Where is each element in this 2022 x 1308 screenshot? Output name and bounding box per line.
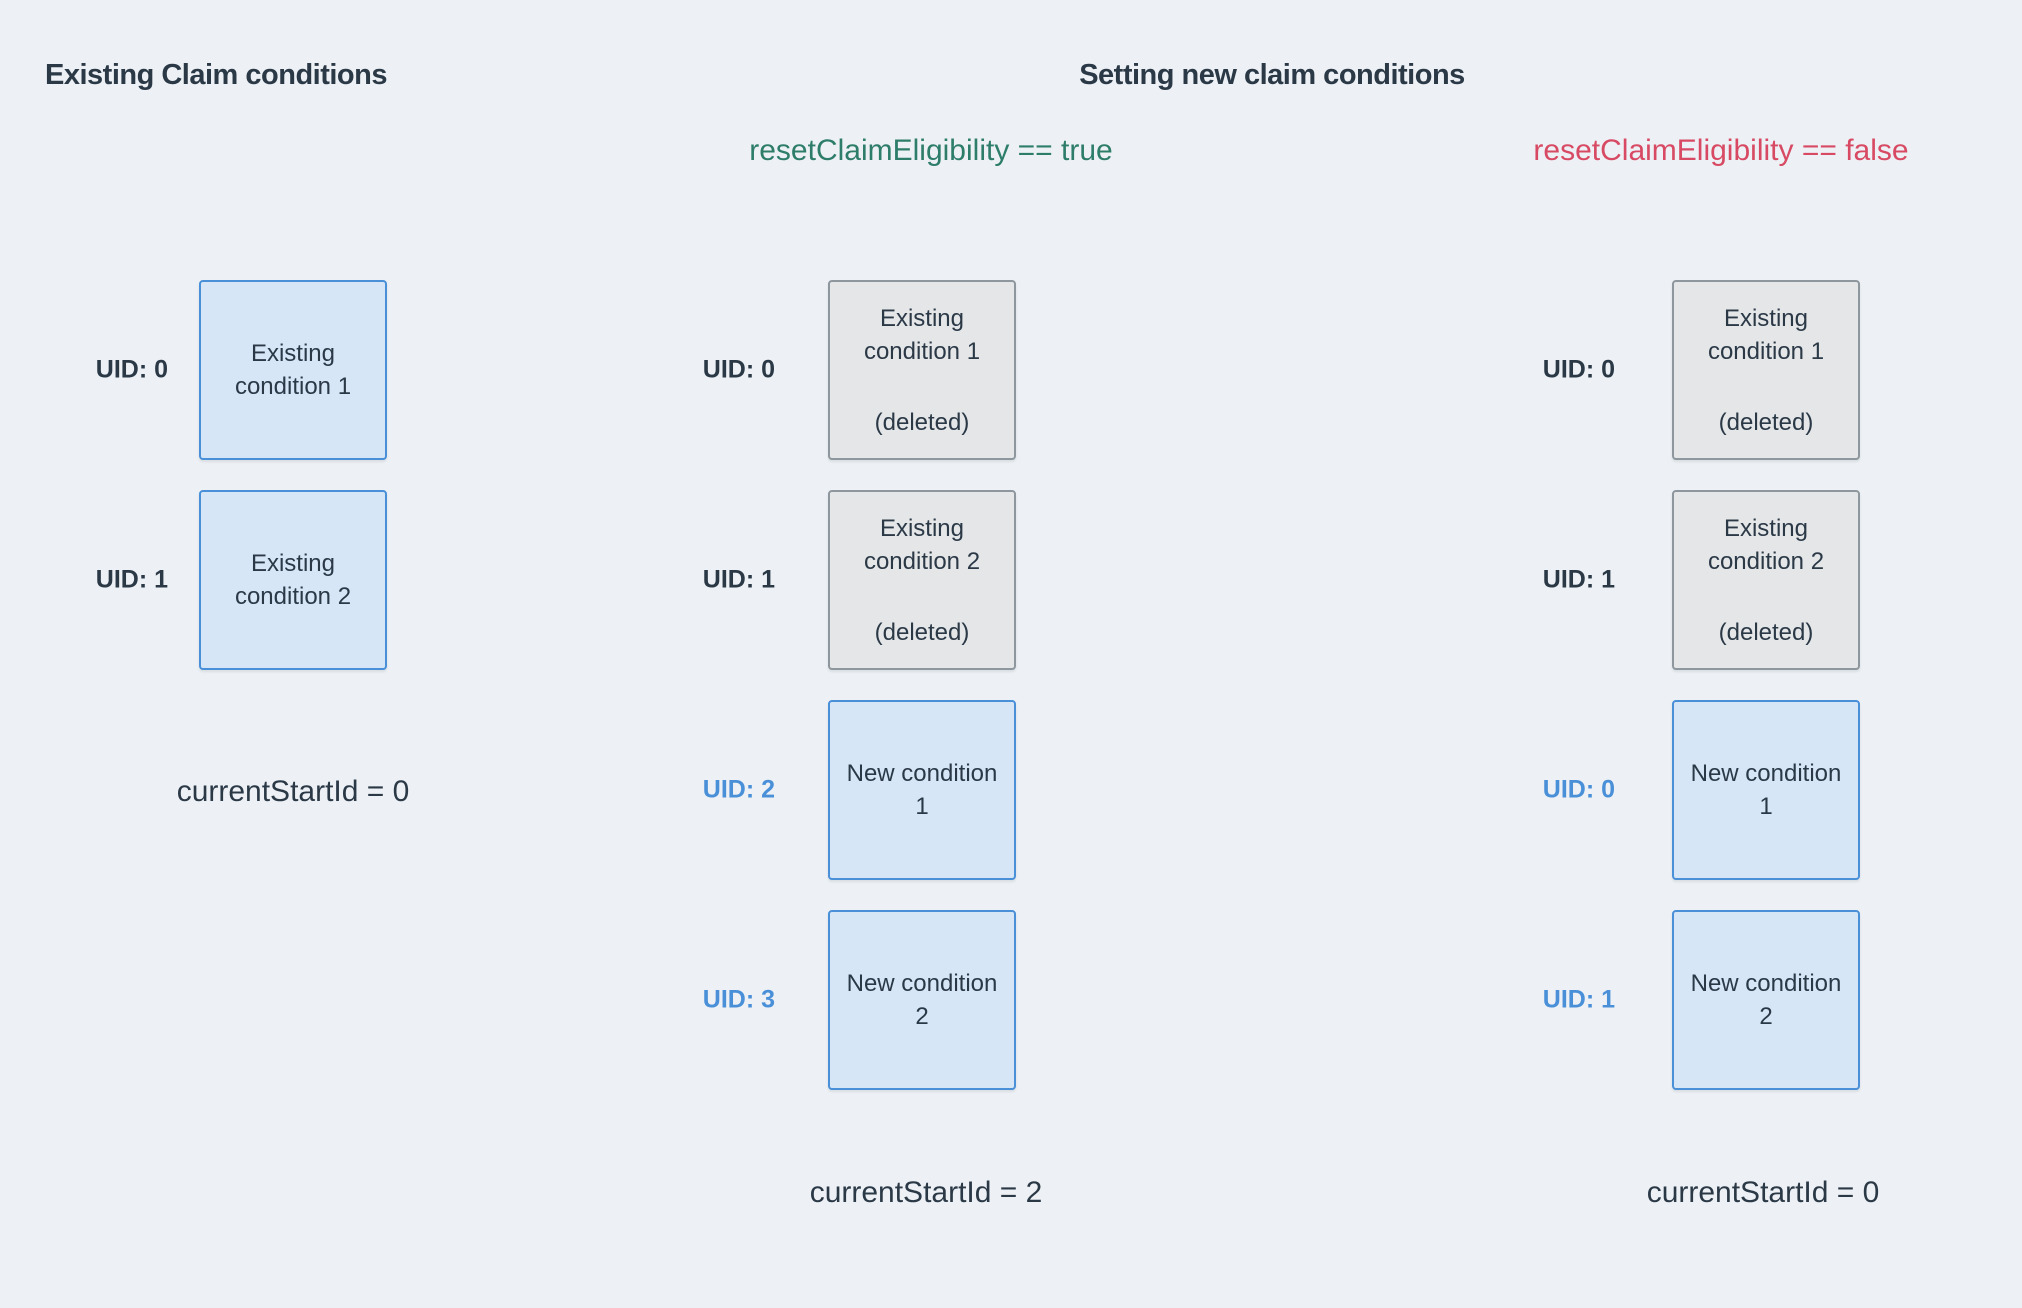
existing-condition-2-box: Existing condition 2 bbox=[199, 490, 387, 670]
uid-label: UID: 0 bbox=[1542, 775, 1615, 804]
box-text: condition 2 bbox=[234, 583, 352, 610]
uid-label: UID: 1 bbox=[1542, 985, 1615, 1014]
current-start-id-label: currentStartId = 2 bbox=[809, 1176, 1043, 1209]
existing-condition-1-box: Existing condition 1 bbox=[199, 280, 387, 460]
deleted-condition-1-box: Existing condition 1 (deleted) bbox=[1672, 280, 1860, 460]
box-text: Existing bbox=[250, 550, 336, 577]
reset-true-label: resetClaimEligibility == true bbox=[749, 134, 1113, 167]
deleted-tag: (deleted) bbox=[1718, 408, 1814, 436]
deleted-tag: (deleted) bbox=[874, 408, 970, 436]
uid-label: UID: 1 bbox=[95, 565, 168, 594]
box-text: condition 2 bbox=[1707, 547, 1825, 575]
uid-label: UID: 1 bbox=[1542, 565, 1615, 594]
box-text: 2 bbox=[915, 1003, 929, 1030]
box-text: condition 1 bbox=[1707, 337, 1825, 365]
uid-label: UID: 1 bbox=[702, 565, 775, 594]
uid-label: UID: 0 bbox=[702, 355, 775, 384]
left-section-title: Existing Claim conditions bbox=[45, 59, 388, 91]
box-text: Existing bbox=[1723, 514, 1809, 542]
box-text: New condition bbox=[846, 970, 998, 997]
box-text: 1 bbox=[1759, 793, 1773, 820]
deleted-condition-2-box: Existing condition 2 (deleted) bbox=[828, 490, 1016, 670]
uid-label: UID: 2 bbox=[702, 775, 775, 804]
reset-false-label: resetClaimEligibility == false bbox=[1533, 134, 1909, 167]
new-condition-2-box: New condition 2 bbox=[828, 910, 1016, 1090]
box-text: condition 2 bbox=[863, 547, 981, 575]
current-start-id-label: currentStartId = 0 bbox=[176, 775, 410, 808]
deleted-condition-2-box: Existing condition 2 (deleted) bbox=[1672, 490, 1860, 670]
box-text: 2 bbox=[1759, 1003, 1773, 1030]
box-text: Existing bbox=[250, 340, 336, 367]
uid-label: UID: 0 bbox=[95, 355, 168, 384]
box-text: Existing bbox=[879, 514, 965, 542]
box-text: 1 bbox=[915, 793, 929, 820]
box-text: New condition bbox=[846, 760, 998, 787]
box-text: condition 1 bbox=[863, 337, 981, 365]
box-text: Existing bbox=[879, 304, 965, 332]
deleted-tag: (deleted) bbox=[874, 618, 970, 646]
box-text: New condition bbox=[1690, 760, 1842, 787]
uid-label: UID: 0 bbox=[1542, 355, 1615, 384]
new-condition-2-box: New condition 2 bbox=[1672, 910, 1860, 1090]
uid-label: UID: 3 bbox=[702, 985, 775, 1014]
new-condition-1-box: New condition 1 bbox=[828, 700, 1016, 880]
deleted-condition-1-box: Existing condition 1 (deleted) bbox=[828, 280, 1016, 460]
new-condition-1-box: New condition 1 bbox=[1672, 700, 1860, 880]
box-text: condition 1 bbox=[234, 373, 352, 400]
deleted-tag: (deleted) bbox=[1718, 618, 1814, 646]
current-start-id-label: currentStartId = 0 bbox=[1646, 1176, 1880, 1209]
box-text: New condition bbox=[1690, 970, 1842, 997]
right-section-title: Setting new claim conditions bbox=[1079, 59, 1465, 91]
box-text: Existing bbox=[1723, 304, 1809, 332]
